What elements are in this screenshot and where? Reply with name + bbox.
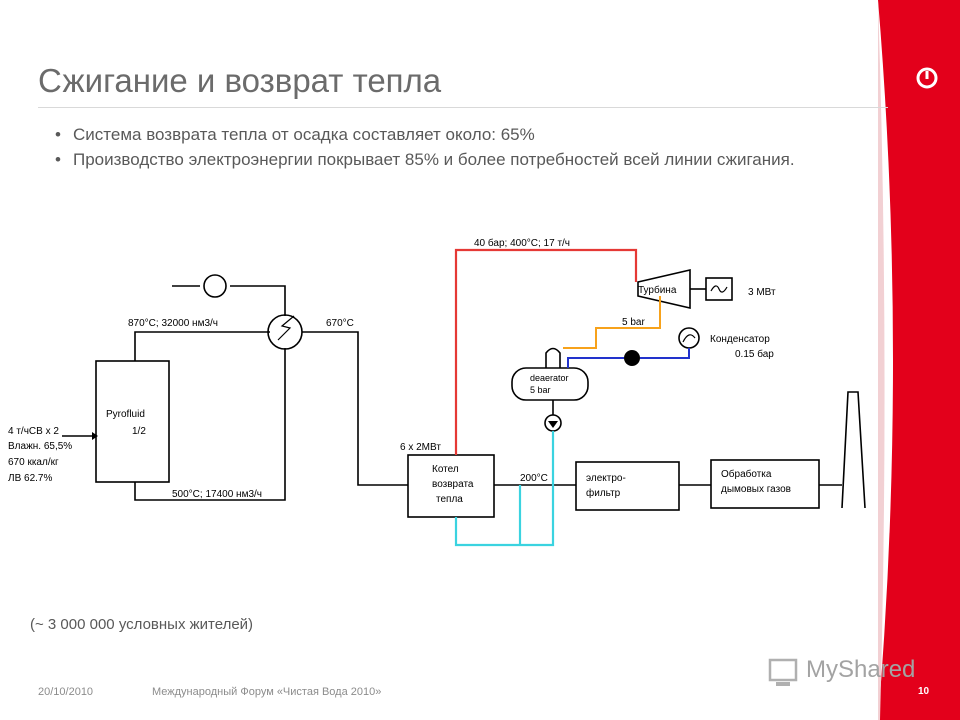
steam-line (454, 248, 638, 455)
exchanger-coil (277, 315, 295, 341)
feed-label: 670 ккал/кг (8, 457, 59, 468)
turbine (637, 268, 691, 310)
deaerator-dome (545, 347, 561, 368)
bullet-item: • Система возврата тепла от осадка состав… (55, 124, 815, 145)
heat-exchanger (267, 314, 303, 350)
furnace-label: Pyrofluid (106, 409, 145, 420)
treatment-label: дымовых газов (721, 484, 791, 495)
boiler-box (407, 454, 495, 518)
title-divider (38, 107, 888, 108)
bullet-dot-icon: • (55, 125, 61, 144)
watermark-text: MyShared (806, 656, 916, 683)
extraction-line (563, 296, 661, 349)
condenser (678, 327, 700, 349)
filter-label: фильтр (586, 487, 621, 499)
deaerator-label: 5 bar (530, 385, 551, 395)
footer-date: 20/10/2010 (38, 686, 94, 698)
deaerator-tank (511, 367, 589, 401)
bullet-dot-icon: • (55, 150, 61, 169)
pressure-label: 5 bar (622, 317, 645, 328)
flow-label-bottom: 500°C; 17400 нм3/ч (172, 489, 262, 500)
condensate-pump (624, 350, 640, 366)
fan-duct (172, 285, 286, 316)
condenser-label: Конденсатор (710, 334, 770, 345)
page-number: 10 (918, 686, 930, 697)
generator-box (705, 277, 733, 301)
deaerator-label: deaerator (530, 373, 569, 383)
steam-label: 40 бар; 400°C; 17 т/ч (474, 237, 570, 249)
filter-label: электро- (586, 473, 626, 484)
gas-temp-label: 200°C (520, 473, 548, 484)
condenser-label: 0.15 бар (735, 348, 774, 360)
flue-duct-top (134, 331, 270, 361)
boiler-capacity-label: 6 х 2МВт (400, 442, 441, 453)
bullet-item: • Производство электроэнергии покрывает 8… (55, 149, 815, 170)
boiler-label: тепла (436, 494, 463, 505)
boiler-label: Котел (432, 464, 459, 475)
feedwater-line (454, 431, 555, 547)
company-logo-icon (915, 66, 939, 95)
population-note: (~ 3 000 000 условных жителей) (30, 616, 254, 633)
footer-event: Международный Форум «Чистая Вода 2010» (152, 686, 382, 698)
generator-wave (710, 285, 728, 293)
flow-label-top-left: 870°C; 32000 нм3/ч (128, 318, 218, 329)
condensate-line (567, 348, 690, 368)
bullet-text: Система возврата тепла от осадка составл… (73, 125, 535, 144)
process-diagram: 4 т/чСВ х 2 Влажн. 65,5% 670 ккал/кг ЛВ … (8, 237, 866, 547)
bullet-list: • Система возврата тепла от осадка состав… (55, 124, 815, 174)
treatment-box (710, 459, 820, 509)
furnace-box (95, 360, 170, 483)
flue-duct-right (302, 331, 408, 486)
furnace-label: 1/2 (132, 426, 146, 437)
power-label: 3 МВт (748, 287, 776, 298)
boiler-label: возврата (432, 479, 474, 490)
chimney (841, 391, 866, 509)
bullet-text: Производство электроэнергии покрывает 85… (73, 150, 795, 169)
fan (203, 274, 227, 298)
flow-label-top-right: 670°C (326, 318, 354, 329)
treatment-label: Обработка (721, 468, 772, 480)
turbine-label: Турбина (638, 284, 677, 296)
watermark-icon (768, 658, 802, 693)
flue-duct-bottom (134, 348, 286, 501)
feed-label: ЛВ 62.7% (8, 473, 52, 484)
slide-title: Сжигание и возврат тепла (38, 62, 442, 99)
feed-label: Влажн. 65,5% (8, 441, 72, 452)
feed-label: 4 т/чСВ х 2 (8, 426, 59, 437)
filter-box (575, 461, 680, 511)
red-side-band (878, 0, 960, 720)
condenser-coil (682, 334, 696, 343)
